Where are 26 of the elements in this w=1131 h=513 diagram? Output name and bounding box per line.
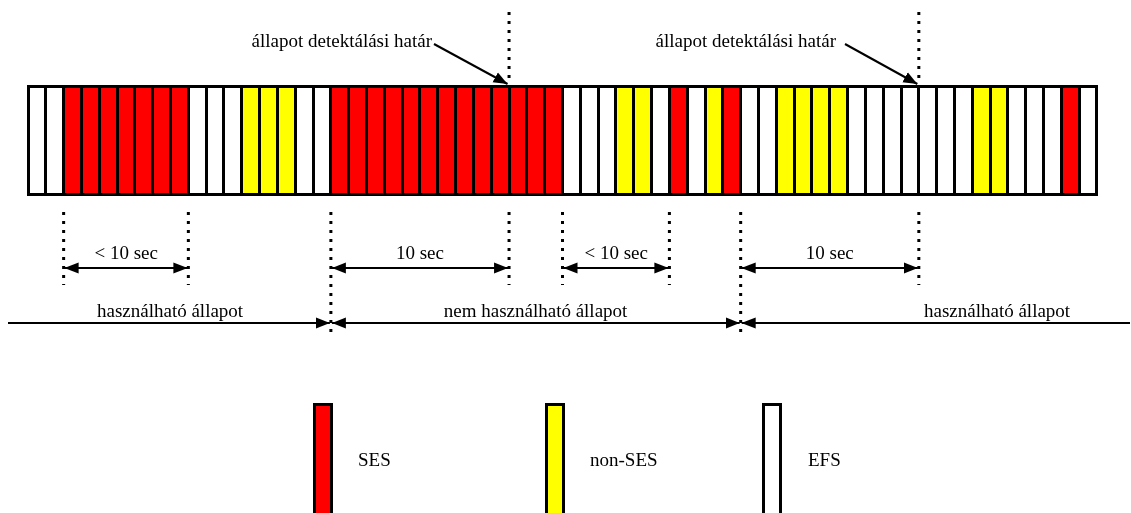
leader-line [433, 43, 509, 85]
time-slot-bar [454, 85, 475, 196]
time-slot-bar [258, 85, 279, 196]
state-label: használható állapot [97, 300, 244, 322]
time-slot-bar [543, 85, 564, 196]
boundary-label: állapot detektálási határ [655, 30, 836, 52]
time-slot-bar [935, 85, 956, 196]
legend-label: SES [358, 449, 391, 471]
duration-label: 10 sec [395, 242, 444, 264]
boundary-label: állapot detektálási határ [251, 30, 432, 52]
legend-label: non-SES [590, 449, 658, 471]
duration-label: < 10 sec [94, 242, 158, 264]
leader-line [844, 43, 919, 85]
time-slot-bar [62, 85, 83, 196]
time-slot-bar [1042, 85, 1063, 196]
time-slot-bar [739, 85, 760, 196]
duration-label: < 10 sec [584, 242, 648, 264]
state-label: nem használható állapot [443, 300, 628, 322]
time-slot-bar [365, 85, 386, 196]
duration-label: 10 sec [805, 242, 854, 264]
state-label: használható állapot [924, 300, 1071, 322]
time-slot-bar [169, 85, 190, 196]
time-slot-bar [650, 85, 671, 196]
legend-label: EFS [808, 449, 841, 471]
time-slot-bar [561, 85, 582, 196]
time-slot-bar [846, 85, 867, 196]
